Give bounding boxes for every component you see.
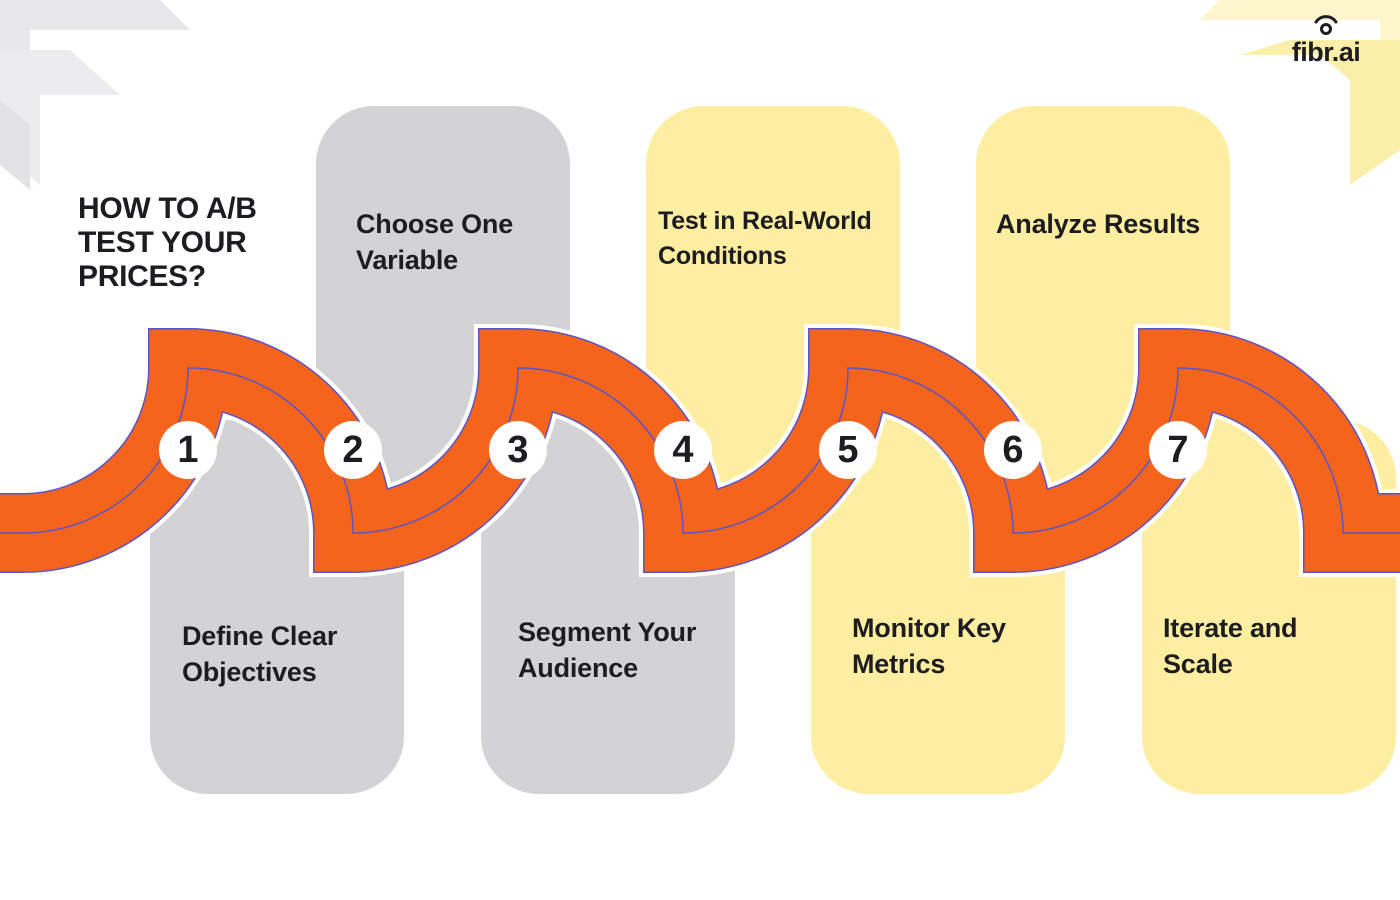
step-number-1: 1 [159,421,217,479]
step-number-2: 2 [324,421,382,479]
step-label-7: Iterate and Scale [1163,613,1298,679]
corner-chevrons-decoration [0,0,1400,190]
wifi-signal-icon [1314,15,1338,35]
step-number-7: 7 [1149,421,1207,479]
step-label-2: Choose One Variable [356,209,514,275]
step-label-1: Define Clear Objectives [182,621,338,687]
step-label-4: Test in Real-World Conditions [658,207,872,270]
step-number-3: 3 [489,421,547,479]
logo-text: fibr.ai [1291,37,1361,67]
step-card-2: Choose One Variable [316,106,570,486]
step-label-6: Analyze Results [996,209,1201,239]
step-number-6: 6 [984,421,1042,479]
step-label-5: Monitor Key Metrics [852,613,1006,679]
step-number-4: 4 [654,421,712,479]
brand-logo: fibr.ai [1278,12,1374,68]
page-title: HOW TO A/B TEST YOUR PRICES? [78,192,257,293]
step-label-3: Segment Your Audience [518,617,697,683]
step-number-5: 5 [819,421,877,479]
